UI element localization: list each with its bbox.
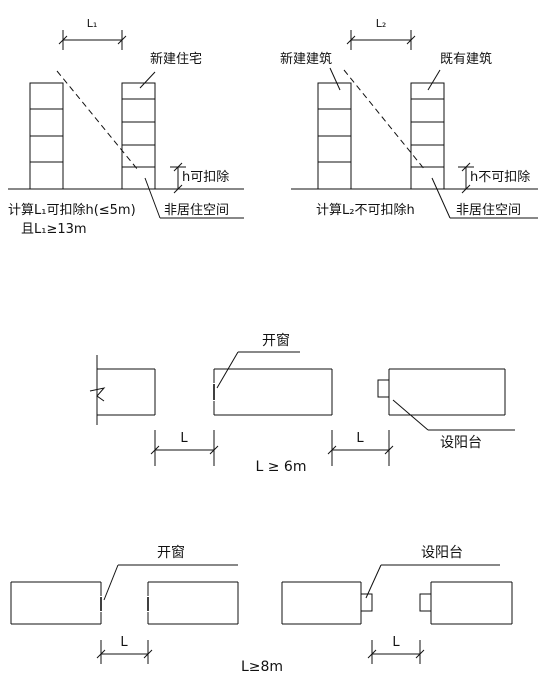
spacing-dimension-left: L <box>150 430 219 466</box>
spacing-label: L <box>356 431 364 446</box>
spacing-label: L₁ <box>87 17 98 30</box>
non-residential-label: 非居住空间 <box>456 203 521 218</box>
window-label: 开窗 <box>262 332 290 349</box>
leader-line <box>329 67 341 91</box>
building-left <box>10 581 102 625</box>
leader-line <box>139 71 156 89</box>
leader-line <box>103 564 119 601</box>
balcony <box>360 593 373 612</box>
leader-line <box>431 177 451 219</box>
leader-line <box>216 351 239 389</box>
building-with-balcony <box>377 368 506 416</box>
leader-line <box>144 177 161 219</box>
spacing-label: L <box>180 431 188 446</box>
window-label: 开窗 <box>157 544 185 561</box>
balcony <box>419 593 432 612</box>
balcony-label: 设阳台 <box>440 435 482 451</box>
existing-building-label: 既有建筑 <box>440 51 492 67</box>
spacing-dimension-right: L <box>367 635 425 664</box>
diagram-3-min-6m: 开窗 设阳台 L L L ≥ 6m <box>89 332 515 475</box>
new-building-label: 新建建筑 <box>280 51 332 67</box>
h-dimension: h不可扣除 <box>458 162 530 194</box>
spacing-dimension-l1: L₁ <box>58 17 127 50</box>
condition-label: L ≥ 6m <box>256 459 307 475</box>
balcony-label: 设阳台 <box>421 545 463 561</box>
leader-line <box>427 69 441 91</box>
h-not-deductible-label: h不可扣除 <box>470 170 530 185</box>
diagram-4-min-8m: 开窗 L 设阳台 <box>10 544 513 675</box>
balcony <box>377 379 390 398</box>
building-with-window <box>213 368 333 416</box>
new-residence-label: 新建住宅 <box>150 51 202 67</box>
spacing-label: L <box>392 635 400 650</box>
spacing-dimension-left: L <box>96 635 153 664</box>
building-with-balcony-right <box>419 581 513 625</box>
existing-building <box>410 82 445 190</box>
spacing-dimension-right: L <box>327 430 394 466</box>
leader-line <box>392 399 429 431</box>
new-residence-building <box>121 82 156 190</box>
building-with-balcony-left <box>281 581 373 625</box>
h-dimension: h可扣除 <box>170 162 229 194</box>
sunlight-dashed-line <box>56 70 139 171</box>
spacing-dimension-l2: L₂ <box>346 17 416 50</box>
non-residential-label: 非居住空间 <box>164 203 229 218</box>
diagram-1-residential-spacing: L₁ 新建住宅 h可扣除 非居住空间 计算L₁可扣除h(≤5m) 且L₁≥13m <box>8 17 244 237</box>
building-right <box>147 581 239 625</box>
break-line-symbol <box>89 387 106 402</box>
diagram-2-new-building-spacing: L₂ 新建建筑 既有建筑 h不可扣除 非居住空间 计算L₂不可扣除h <box>280 17 538 219</box>
leader-line <box>365 564 382 599</box>
building-left <box>89 355 156 425</box>
sunlight-dashed-line <box>343 69 426 171</box>
calc-note-line2: 且L₁≥13m <box>21 222 87 237</box>
calc-note: 计算L₂不可扣除h <box>316 203 415 218</box>
calc-note-line1: 计算L₁可扣除h(≤5m) <box>8 203 136 218</box>
condition-label: L≥8m <box>241 659 283 675</box>
spacing-label: L₂ <box>376 17 387 30</box>
h-deductible-label: h可扣除 <box>182 170 229 185</box>
spacing-label: L <box>120 635 128 650</box>
